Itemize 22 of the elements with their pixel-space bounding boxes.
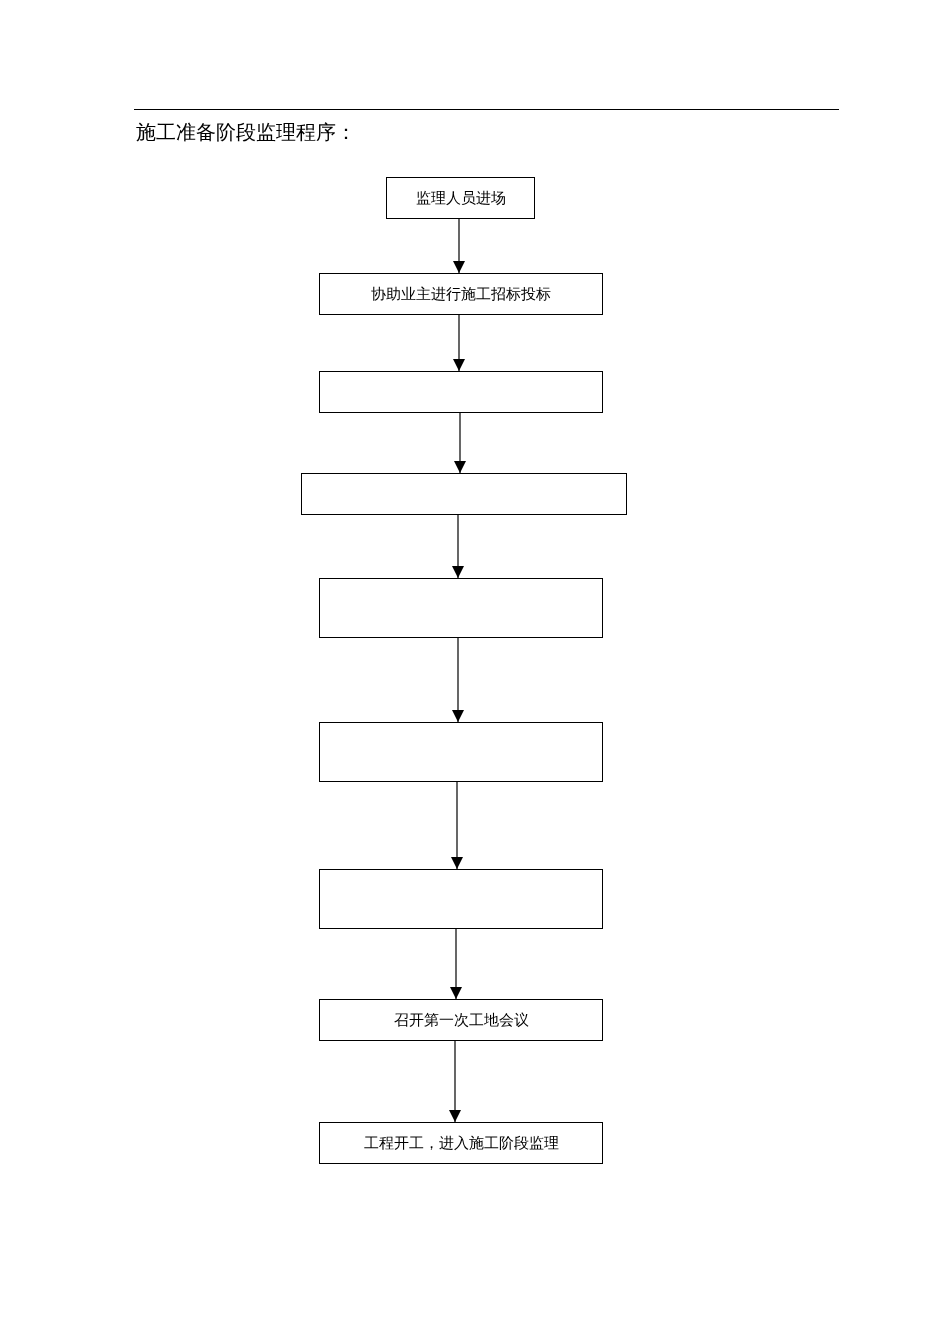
box-label: 工程开工，进入施工阶段监理 [363,1134,559,1153]
process-box [319,578,603,638]
process-box [319,1122,603,1164]
process-box [319,273,603,315]
arrow [450,928,462,1000]
process-box [319,999,603,1041]
arrow [452,514,464,579]
arrow [449,1040,461,1123]
arrow [453,314,465,372]
arrow [454,412,466,474]
title: 施工准备阶段监理程序： [136,120,356,145]
process-box [319,869,603,929]
box-label: 召开第一次工地会议 [393,1011,529,1030]
box-label: 协助业主进行施工招标投标 [371,285,551,304]
process-box [319,722,603,782]
process-box [301,473,627,515]
box-label: 监理人员进场 [415,189,506,208]
arrow [453,218,465,274]
process-box [386,177,535,219]
arrow [451,781,463,870]
arrow [452,637,464,723]
process-box [319,371,603,413]
